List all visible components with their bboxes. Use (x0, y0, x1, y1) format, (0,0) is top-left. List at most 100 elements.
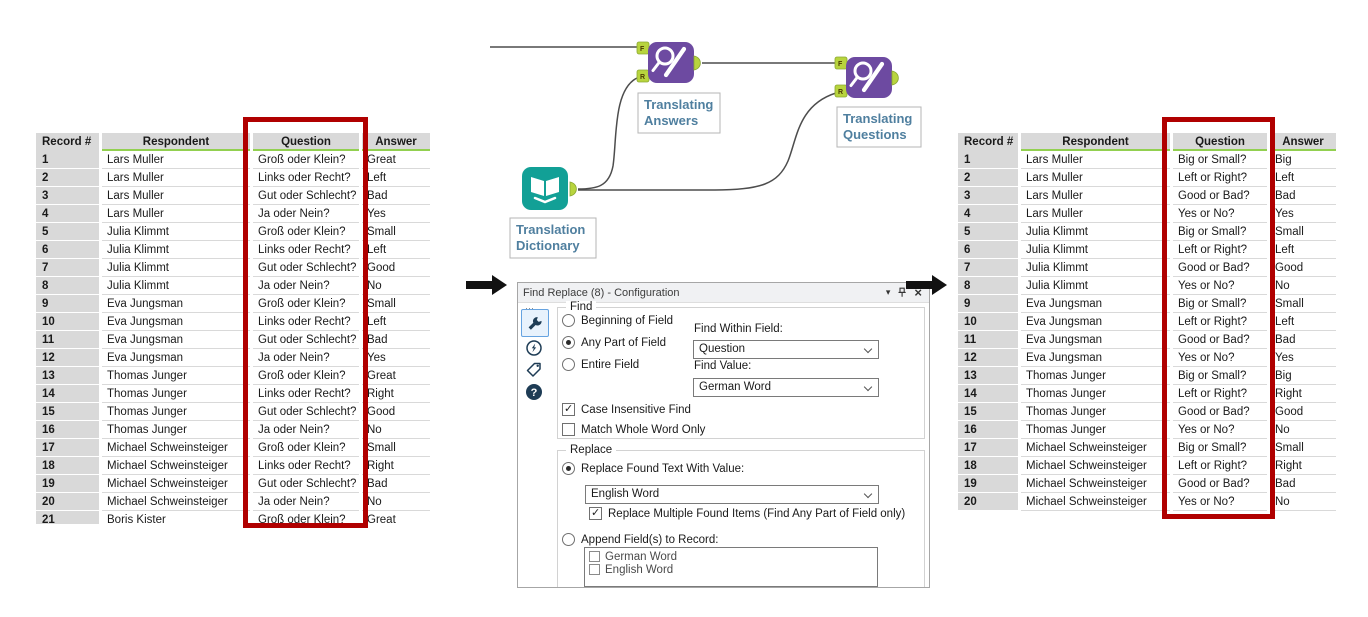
question-icon: ? (526, 384, 542, 400)
anchor-output[interactable] (569, 181, 577, 197)
append-fields-radio[interactable] (562, 533, 575, 546)
record-cell: 20 (36, 493, 99, 511)
tab-help[interactable]: ? (525, 383, 543, 406)
data-cell: Right (1270, 457, 1336, 475)
data-cell: Bad (1270, 475, 1336, 493)
data-cell: Good or Bad? (1173, 259, 1267, 277)
replace-multiple-checkbox[interactable] (589, 507, 602, 520)
find-group: Find (557, 301, 925, 439)
anchor-output[interactable] (891, 70, 899, 86)
data-cell: Eva Jungsman (1021, 295, 1170, 313)
close-icon[interactable]: × (914, 285, 922, 300)
text-input-tool-body[interactable] (522, 167, 568, 210)
data-cell: Eva Jungsman (102, 295, 250, 313)
find-value-combobox[interactable]: German Word (693, 378, 879, 397)
data-cell: Lars Muller (1021, 187, 1170, 205)
data-cell: Yes or No? (1173, 493, 1267, 511)
replace-value-combobox[interactable]: English Word (585, 485, 879, 504)
list-item-label: English Word (605, 563, 674, 576)
record-cell: 4 (958, 205, 1018, 223)
tool-label-translation-dictionary[interactable]: Translation Dictionary (509, 217, 597, 259)
checkbox-option-row[interactable]: Case Insensitive Find (562, 403, 705, 416)
append-fields-radio-row[interactable]: Append Field(s) to Record: (562, 533, 718, 546)
data-cell: Groß oder Klein? (253, 511, 359, 524)
record-cell: 7 (958, 259, 1018, 277)
tool-translating-questions[interactable]: F R (834, 56, 899, 98)
tab-annotation[interactable] (525, 361, 543, 384)
radio-option-row[interactable]: Beginning of Field (562, 314, 673, 327)
data-cell: Thomas Junger (1021, 403, 1170, 421)
checkbox-option-row[interactable]: Match Whole Word Only (562, 423, 705, 436)
data-cell: Left (1270, 169, 1336, 187)
tool-label-translating-questions[interactable]: Translating Questions (836, 106, 922, 148)
record-cell: 15 (36, 403, 99, 421)
data-cell: Left or Right? (1173, 313, 1267, 331)
data-cell: Yes (362, 205, 430, 223)
list-item-checkbox[interactable] (589, 564, 600, 575)
data-cell: Michael Schweinsteiger (102, 439, 250, 457)
tag-icon (526, 362, 541, 377)
data-cell: Yes or No? (1173, 277, 1267, 295)
panel-grip-icon[interactable]: ⋯ (525, 303, 535, 313)
replace-found-text-radio-row[interactable]: Replace Found Text With Value: (562, 462, 744, 475)
data-cell: Thomas Junger (102, 403, 250, 421)
column-header: Answer (1270, 133, 1336, 151)
anchor-r-label: R (640, 74, 645, 81)
record-cell: 3 (36, 187, 99, 205)
record-cell: 11 (36, 331, 99, 349)
radio-option-row[interactable]: Entire Field (562, 358, 673, 371)
config-panel-title: Find Replace (8) - Configuration (523, 286, 680, 299)
data-cell: Thomas Junger (102, 421, 250, 439)
column-header: Respondent (102, 133, 250, 151)
data-cell: Small (362, 439, 430, 457)
checkbox-control[interactable] (562, 423, 575, 436)
record-cell: 9 (958, 295, 1018, 313)
svg-text:Answers: Answers (644, 113, 698, 128)
list-item[interactable]: German Word (589, 550, 877, 563)
data-cell: Groß oder Klein? (253, 439, 359, 457)
data-cell: Links oder Recht? (253, 313, 359, 331)
record-cell: 5 (36, 223, 99, 241)
radio-control[interactable] (562, 336, 575, 349)
replace-multiple-checkbox-row[interactable]: Replace Multiple Found Items (Find Any P… (589, 507, 905, 520)
pin-icon[interactable] (897, 287, 907, 298)
config-panel-titlebar[interactable]: Find Replace (8) - Configuration ▾ × (518, 283, 929, 303)
data-cell: Michael Schweinsteiger (1021, 493, 1170, 511)
radio-option-row[interactable]: Any Part of Field (562, 336, 673, 349)
data-cell: Ja oder Nein? (253, 493, 359, 511)
tab-configuration[interactable] (521, 309, 549, 337)
list-item[interactable]: English Word (589, 563, 877, 576)
list-item-checkbox[interactable] (589, 551, 600, 562)
data-cell: Ja oder Nein? (253, 205, 359, 223)
flow-arrow-right (906, 275, 947, 295)
tab-performance[interactable] (525, 339, 543, 362)
record-cell: 8 (36, 277, 99, 295)
config-panel: Find Replace (8) - Configuration ▾ × ⋯ (517, 282, 930, 588)
anchor-output[interactable] (693, 55, 701, 71)
question-column-highlight-right (1162, 117, 1275, 519)
data-cell: Left (1270, 313, 1336, 331)
data-cell: Big or Small? (1173, 367, 1267, 385)
replace-found-text-radio[interactable] (562, 462, 575, 475)
checkbox-control[interactable] (562, 403, 575, 416)
find-value-label: Find Value: (694, 360, 752, 372)
find-within-field-combobox[interactable]: Question (693, 340, 879, 359)
data-cell: Groß oder Klein? (253, 223, 359, 241)
radio-control[interactable] (562, 314, 575, 327)
tool-translating-answers[interactable]: F R (636, 41, 701, 83)
data-cell: Yes (1270, 205, 1336, 223)
tool-label-translating-answers[interactable]: Translating Answers (637, 92, 721, 134)
bolt-circle-icon (526, 340, 542, 356)
question-column-highlight-left (243, 117, 368, 528)
record-cell: 18 (36, 457, 99, 475)
tool-translation-dictionary[interactable] (522, 167, 577, 210)
data-cell: Eva Jungsman (102, 331, 250, 349)
radio-control[interactable] (562, 358, 575, 371)
dock-caret-icon[interactable]: ▾ (885, 287, 891, 297)
record-cell: 10 (958, 313, 1018, 331)
data-cell: Bad (362, 331, 430, 349)
data-cell: Lars Muller (102, 151, 250, 169)
data-cell: Good (1270, 403, 1336, 421)
column-header: Record # (36, 133, 99, 151)
